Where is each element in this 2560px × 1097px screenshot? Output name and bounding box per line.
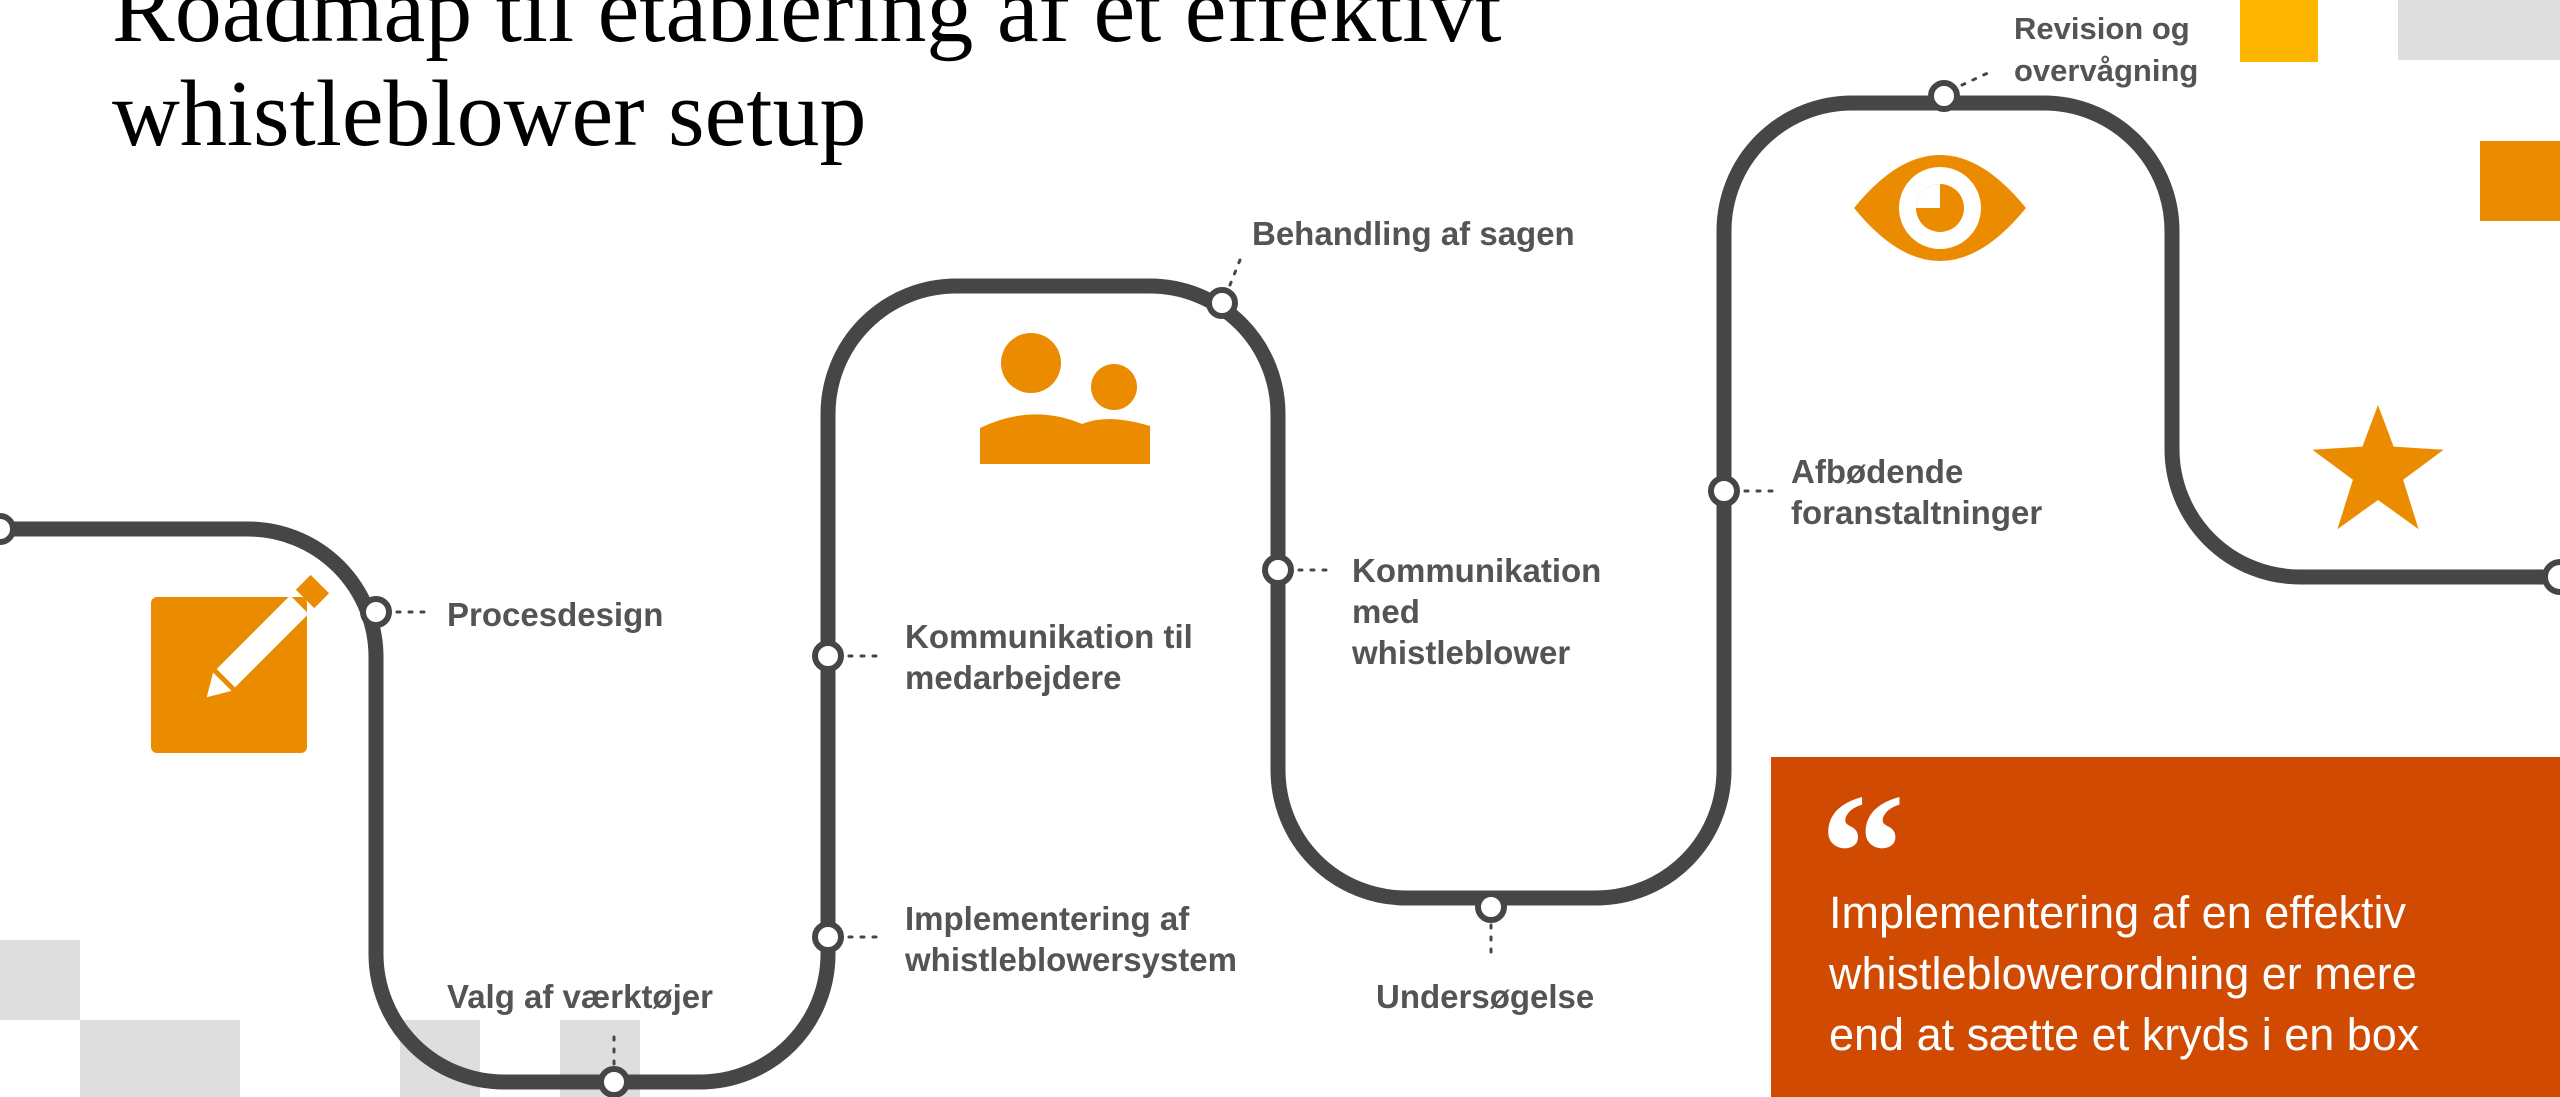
title-line: Roadmap til etablering af et effektivt — [112, 0, 1502, 62]
pencil-icon — [151, 574, 330, 753]
milestone-dot — [812, 640, 844, 672]
step-label-kommunikation-til-medarbejdere: Kommunikation til medarbejdere — [905, 618, 1193, 696]
quote-mark-icon: “ — [1820, 759, 1905, 947]
leader-line — [1960, 70, 1992, 87]
quote-box — [1771, 757, 2560, 1097]
step-label-afbodende-foranstaltninger: Afbødende foranstaltninger — [1791, 453, 2043, 531]
leader-line — [1228, 258, 1242, 287]
step-label-behandling-af-sagen: Behandling af sagen — [1252, 215, 1575, 252]
grey-square — [0, 940, 80, 1020]
milestone-dot — [360, 596, 392, 628]
grey-square — [80, 1020, 240, 1097]
step-label-revision-og-overvagning: Revision og overvågning — [2014, 11, 2199, 88]
milestone-dot — [1475, 891, 1507, 923]
people-icon — [980, 333, 1150, 464]
title-line: whistleblower setup — [112, 62, 867, 166]
step-label-kommunikation-med-whistleblower: Kommunikation med whistleblower — [1352, 552, 1602, 671]
step-label-undersogelse: Undersøgelse — [1376, 978, 1595, 1015]
milestone-dot — [1928, 80, 1960, 112]
milestone-dot — [1206, 287, 1238, 319]
yellow-square — [2240, 0, 2318, 62]
milestone-dot — [1262, 554, 1294, 586]
step-label-valg-af-vaerktojer: Valg af værktøjer — [447, 978, 713, 1015]
orange-square — [2480, 141, 2560, 221]
step-label-procesdesign: Procesdesign — [447, 596, 664, 633]
page-title: Roadmap til etablering af et effektivt w… — [112, 0, 1812, 166]
quote-text: Implementering af en effektiv whistleblo… — [1829, 887, 2420, 1060]
grey-square — [2398, 0, 2560, 60]
roadmap-road — [0, 95, 2560, 1090]
milestone-dot — [1708, 475, 1740, 507]
step-label-implementering-af-whistleblowersystem: Implementering af whistleblowersystem — [905, 900, 1237, 978]
milestone-dot — [2542, 559, 2560, 595]
milestone-dot — [0, 513, 16, 545]
star-icon — [2312, 405, 2444, 530]
milestone-dot — [812, 921, 844, 953]
eye-icon — [1854, 155, 2026, 261]
milestone-dot — [598, 1066, 630, 1097]
